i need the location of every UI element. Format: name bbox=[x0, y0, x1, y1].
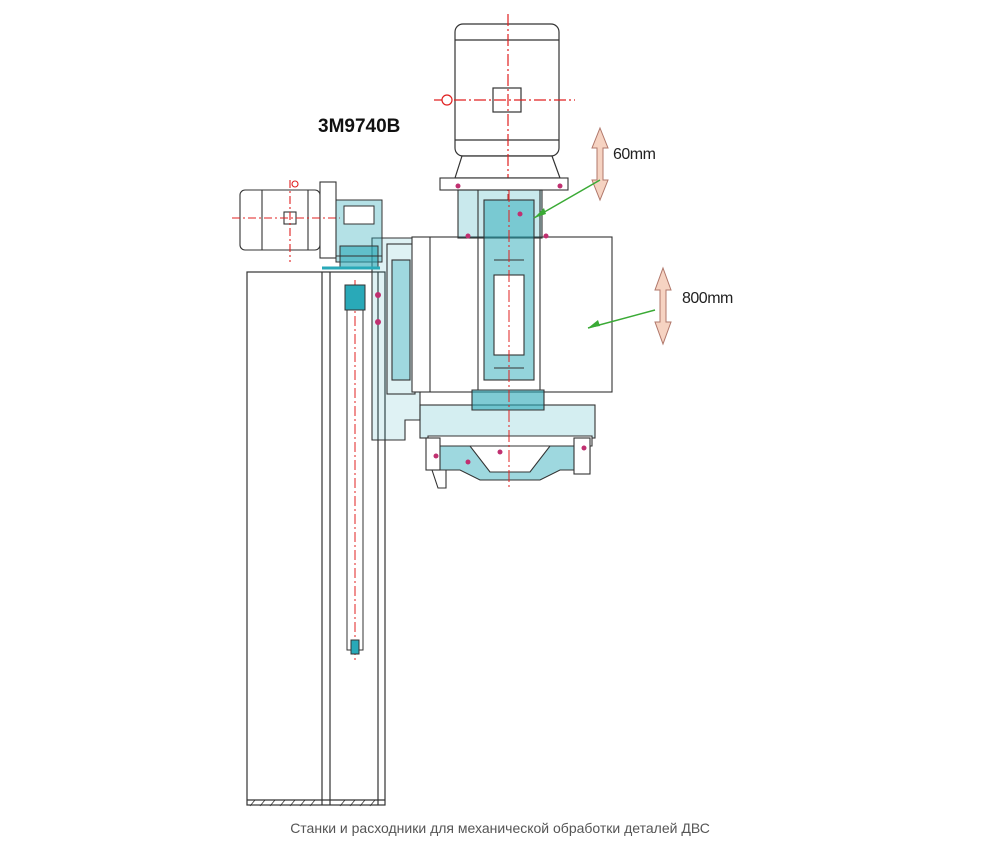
stroke-leader-arrowhead bbox=[534, 208, 546, 218]
travel-dimension-arrow bbox=[654, 266, 672, 346]
travel-dimension-label: 800mm bbox=[682, 290, 733, 307]
feed-gearbox bbox=[322, 199, 383, 270]
machine-column bbox=[246, 271, 386, 807]
spindle-motor bbox=[434, 14, 575, 200]
boring-head bbox=[419, 389, 596, 489]
feed-screw bbox=[344, 280, 366, 660]
model-label: 3M9740B bbox=[318, 116, 401, 137]
travel-leader-arrowhead bbox=[588, 320, 600, 328]
spindle-head-housing bbox=[411, 177, 613, 393]
feed-motor bbox=[232, 180, 340, 262]
image-caption: Станки и расходники для механической обр… bbox=[290, 820, 710, 836]
slide-carriage bbox=[371, 237, 421, 441]
machine-section-drawing bbox=[232, 14, 672, 807]
stroke-dimension-label: 60mm bbox=[613, 146, 656, 163]
stroke-dimension-arrow bbox=[591, 126, 609, 202]
